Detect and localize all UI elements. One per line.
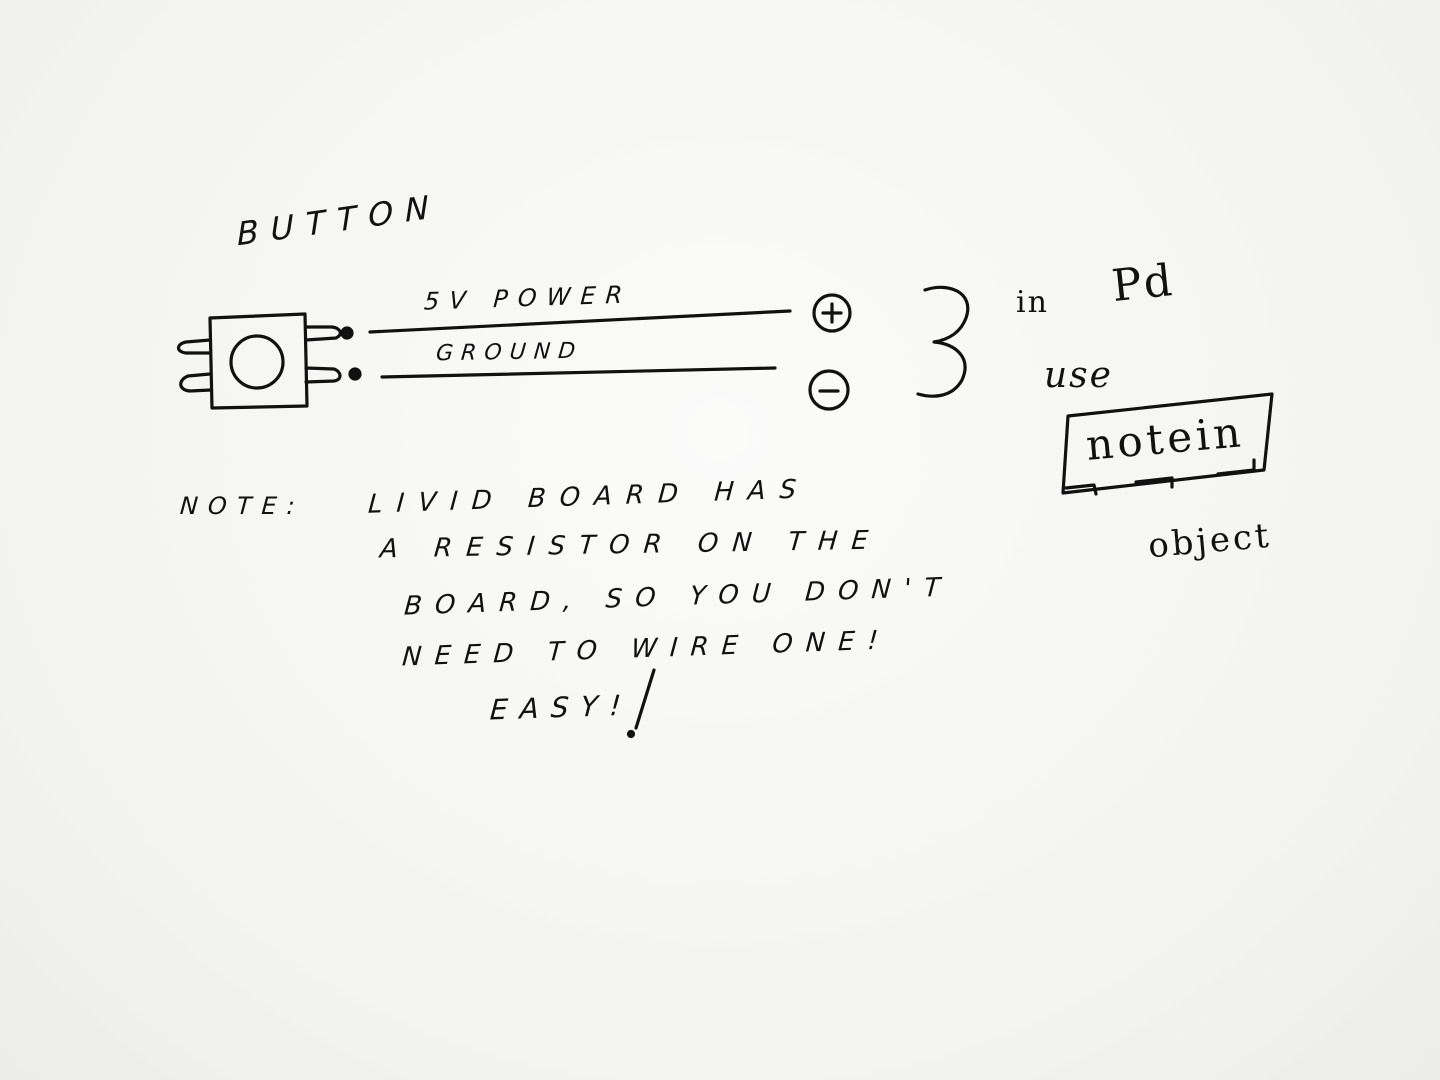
button-left-leg-bottom	[179, 372, 213, 393]
notein-outlet-right	[1216, 458, 1256, 476]
notein-outlet-middle	[1134, 476, 1174, 489]
button-left-leg-top	[176, 338, 212, 355]
ground-wire	[380, 366, 777, 379]
button-body	[208, 312, 309, 410]
button-right-leg-bottom	[304, 366, 342, 384]
note-exclaim-stroke	[634, 668, 656, 730]
power-label: 5V POWER	[423, 280, 634, 316]
note-exclaim-dot	[626, 729, 636, 739]
button-right-leg-top	[304, 325, 342, 342]
note-heading: NOTE:	[179, 492, 306, 520]
plus-terminal-icon	[812, 293, 852, 333]
in-label: in	[1016, 285, 1049, 320]
pd-label: Pd	[1109, 254, 1177, 313]
terminal-dot-top	[340, 326, 354, 340]
use-label: use	[1044, 355, 1113, 396]
power-wire	[368, 309, 792, 334]
notein-outlet-left	[1064, 483, 1098, 496]
minus-terminal-icon	[808, 369, 850, 411]
button-component	[176, 312, 362, 410]
object-label: object	[1146, 515, 1274, 567]
notein-object-box	[1061, 392, 1274, 496]
button-cap-icon	[229, 334, 285, 390]
note-line-5: EASY!	[488, 688, 635, 727]
brace-icon	[916, 285, 970, 398]
terminal-dot-bottom	[348, 367, 362, 381]
ground-label: GROUND	[434, 338, 585, 367]
